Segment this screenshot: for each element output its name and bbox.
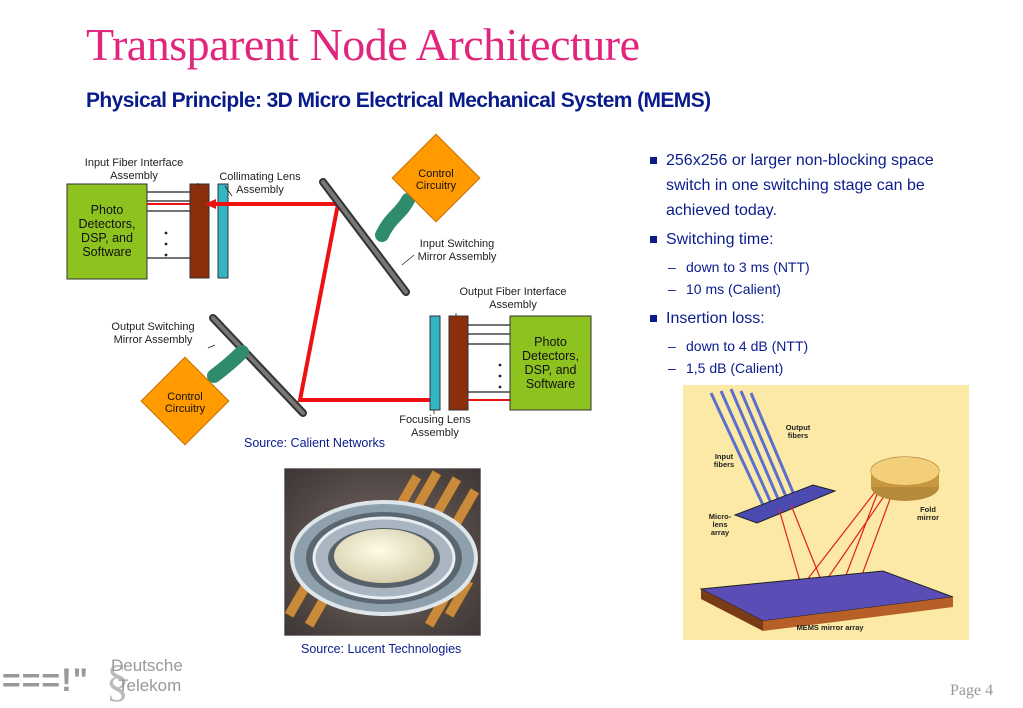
slide-title: Transparent Node Architecture — [86, 19, 640, 70]
sub-bullet: –down to 4 dB (NTT) — [668, 338, 809, 354]
label-line: Circuitry — [415, 180, 457, 192]
output-fiber-interface — [448, 315, 469, 411]
bullet-square-icon — [650, 157, 657, 164]
label-line: Circuitry — [164, 403, 206, 415]
collimating-lens-label: Collimating Lens Assembly — [210, 171, 310, 197]
input-fibers — [147, 191, 192, 259]
label-line: Output — [785, 423, 811, 432]
photo-detector-box-right — [509, 315, 592, 411]
bullet-square-icon — [650, 236, 657, 243]
bullet-text: 256x256 or larger non-blocking space swi… — [666, 152, 934, 219]
sub-bullet: –1,5 dB (Calient) — [668, 360, 784, 376]
label-line: DSP, and — [81, 231, 133, 245]
control-circuitry-top-label: Control Circuitry — [406, 168, 466, 192]
red-beams — [778, 486, 894, 586]
label-line: Assembly — [236, 184, 284, 196]
label-line: Assembly — [110, 170, 158, 182]
sub-bullet: –10 ms (Calient) — [668, 281, 781, 297]
bullet-text: Insertion loss: — [666, 310, 765, 327]
label-line: Software — [82, 245, 132, 259]
output-fibers-label: Output fibers — [778, 424, 818, 440]
label-line: Mirror Assembly — [113, 334, 193, 346]
microlens-array — [733, 484, 837, 524]
label-line: Photo — [534, 335, 567, 349]
input-mirror-label: Input Switching Mirror Assembly — [407, 238, 507, 264]
photo-detector-left-label: Photo Detectors, DSP, and Software — [67, 203, 147, 259]
label-line: Output Switching — [111, 321, 195, 333]
label-line: Mirror Assembly — [417, 251, 497, 263]
label-line: Detectors, — [78, 217, 136, 231]
sub-bullet: –down to 3 ms (NTT) — [668, 259, 810, 275]
mems-mirror-array-figure — [683, 385, 969, 640]
label-line: Input Switching — [419, 238, 495, 250]
label-line: fibers — [787, 431, 809, 440]
control-circuitry-bottom-label: Control Circuitry — [155, 391, 215, 415]
label-line: Assembly — [489, 299, 537, 311]
control-circuitry-bottom — [140, 356, 230, 446]
output-mirror-label: Output Switching Mirror Assembly — [100, 321, 206, 347]
label-line: Input — [714, 452, 734, 461]
ellipsis-dots — [164, 231, 502, 389]
label-line: Control — [167, 391, 203, 403]
mirror-connector-top — [375, 193, 415, 242]
lucent-source: Source: Lucent Technologies — [301, 642, 462, 656]
telekom-glyph-icon: § — [106, 655, 129, 706]
photo-detector-right-label: Photo Detectors, DSP, and Software — [510, 335, 591, 391]
beam-arrow-icon — [205, 199, 216, 209]
label-line: mirror — [916, 513, 940, 522]
input-fiber-interface-label: Input Fiber Interface Assembly — [74, 157, 194, 183]
sub-bullet-text: 10 ms (Calient) — [686, 281, 781, 297]
input-fibers-label: Input fibers — [706, 453, 742, 469]
slide-subtitle: Physical Principle: 3D Micro Electrical … — [86, 89, 711, 112]
fiber-bundle — [709, 388, 797, 506]
collimating-lens — [217, 183, 229, 279]
label-line: Input Fiber Interface — [84, 157, 184, 169]
calient-source: Source: Calient Networks — [244, 436, 386, 450]
label-line: Fold — [920, 505, 936, 514]
mems-mirror-photo — [284, 468, 481, 636]
bullet-text: Switching time: — [666, 231, 774, 248]
leader-lines — [197, 183, 457, 414]
label-line: Assembly — [411, 427, 459, 439]
mirror-connector-bottom — [207, 345, 249, 383]
label-line: Output Fiber Interface — [459, 286, 567, 298]
mems-mirror-array-label: MEMS mirror array — [796, 623, 864, 632]
label-line: fibers — [713, 460, 735, 469]
telekom-logo-marks: ===!" — [2, 662, 89, 698]
focusing-lens-label: Focusing Lens Assembly — [390, 414, 480, 440]
label-line: Photo — [90, 203, 124, 217]
page-number: Page 4 — [950, 682, 994, 699]
logo-text-deutsche: Deutsche — [111, 656, 183, 675]
fold-mirror-label: Fold mirror — [908, 506, 948, 522]
label-line: array — [710, 528, 730, 537]
microlens-label: Micro- lens array — [702, 513, 738, 537]
output-fiber-interface-label: Output Fiber Interface Assembly — [450, 286, 576, 312]
label-line: Focusing Lens — [399, 414, 471, 426]
sub-bullet-text: down to 3 ms (NTT) — [686, 259, 810, 275]
bullet-list: 256x256 or larger non-blocking space swi… — [650, 148, 980, 379]
output-fibers — [468, 324, 510, 393]
label-line: Detectors, — [522, 349, 579, 363]
label-line: Collimating Lens — [219, 171, 301, 183]
logo-text-telekom: Telekom — [118, 676, 182, 695]
label-line: Software — [525, 377, 576, 391]
label-line: DSP, and — [524, 363, 577, 377]
sub-bullet-text: 1,5 dB (Calient) — [686, 360, 784, 376]
control-circuitry-top — [391, 133, 481, 223]
sub-bullet-text: down to 4 dB (NTT) — [686, 338, 809, 354]
bullet-item: Switching time: — [650, 227, 980, 252]
input-fiber-interface — [189, 183, 210, 279]
label-line: Micro- — [708, 512, 732, 521]
light-beam-path — [215, 202, 436, 402]
label-line: lens — [712, 520, 728, 529]
bullet-item: Insertion loss: — [650, 306, 980, 331]
focusing-lens — [429, 315, 441, 411]
bullet-square-icon — [650, 315, 657, 322]
label-line: Control — [418, 168, 454, 180]
photo-detector-box-left — [66, 183, 148, 280]
bullet-item: 256x256 or larger non-blocking space swi… — [650, 148, 980, 223]
